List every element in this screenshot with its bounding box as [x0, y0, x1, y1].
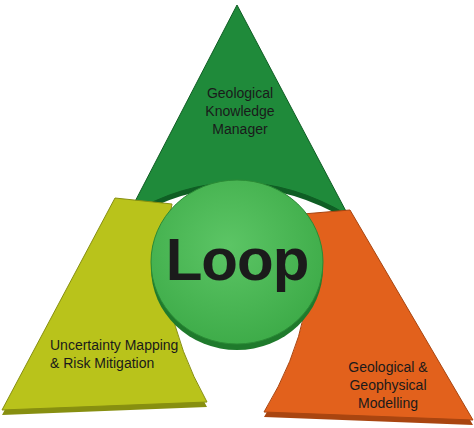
segment-label: Geological & Geophysical Modelling: [334, 358, 442, 412]
segment-label: Uncertainty Mapping & Risk Mitigation: [50, 336, 190, 372]
segment-label: Geological Knowledge Manager: [185, 84, 295, 138]
loop-circle: Loop: [148, 176, 326, 354]
logo-text: Loop: [152, 230, 322, 290]
